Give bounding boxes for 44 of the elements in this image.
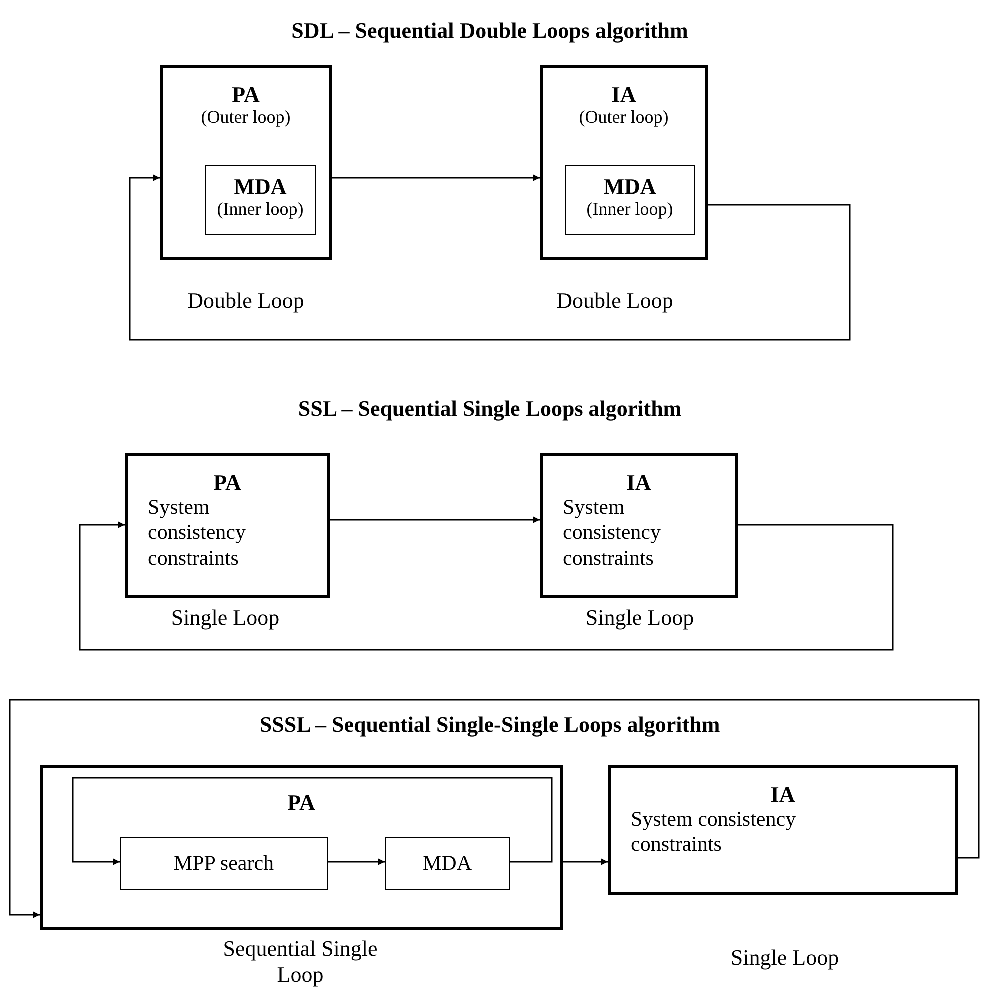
arrow <box>72 777 553 866</box>
box-subtitle: (Outer loop) <box>579 107 669 129</box>
process-box <box>125 453 330 598</box>
box-heading: MDA <box>234 174 287 200</box>
box-description: System consistency constraints <box>630 807 798 858</box>
box-description: System consistency constraints <box>562 495 662 571</box>
arrow <box>563 858 608 866</box>
box-subtitle: (Outer loop) <box>201 107 291 129</box>
process-box <box>40 765 563 930</box>
process-box <box>120 837 328 890</box>
loop-caption: Single Loop <box>730 945 840 972</box>
loop-caption: Sequential Single Loop <box>222 936 379 989</box>
box-heading: PA <box>214 470 242 496</box>
box-subtitle: (Inner loop) <box>217 199 304 221</box>
section-title: SDL – Sequential Double Loops algorithm <box>292 18 688 44</box>
loop-caption: Single Loop <box>170 605 281 632</box>
box-heading: PA <box>232 82 260 108</box>
loop-caption: Double Loop <box>556 288 674 314</box>
box-label: MPP search <box>174 850 274 876</box>
box-label: MDA <box>422 850 472 876</box>
box-subtitle: (Inner loop) <box>586 199 674 221</box>
process-box <box>608 765 958 895</box>
process-box <box>540 453 738 598</box>
loop-caption: Double Loop <box>186 288 306 314</box>
arrow <box>129 174 851 341</box>
loop-caption: Single Loop <box>584 605 696 632</box>
box-heading: IA <box>770 782 796 808</box>
arrow <box>328 858 385 866</box>
box-heading: IA <box>626 470 652 496</box>
box-heading: IA <box>612 82 636 108</box>
section-title: SSSL – Sequential Single-Single Loops algorithm <box>260 712 720 738</box>
section-title: SSL – Sequential Single Loops algorithm <box>298 396 682 422</box>
box-heading: MDA <box>604 174 656 200</box>
process-box <box>160 65 332 260</box>
process-box <box>565 165 695 235</box>
arrow <box>9 699 980 918</box>
group-heading: PA <box>288 790 316 816</box>
arrow <box>79 522 894 651</box>
arrow <box>330 516 540 524</box>
process-box <box>385 837 510 890</box>
process-box <box>540 65 708 260</box>
process-box <box>205 165 316 235</box>
box-description: System consistency constraints <box>147 495 247 571</box>
arrow <box>332 174 540 182</box>
